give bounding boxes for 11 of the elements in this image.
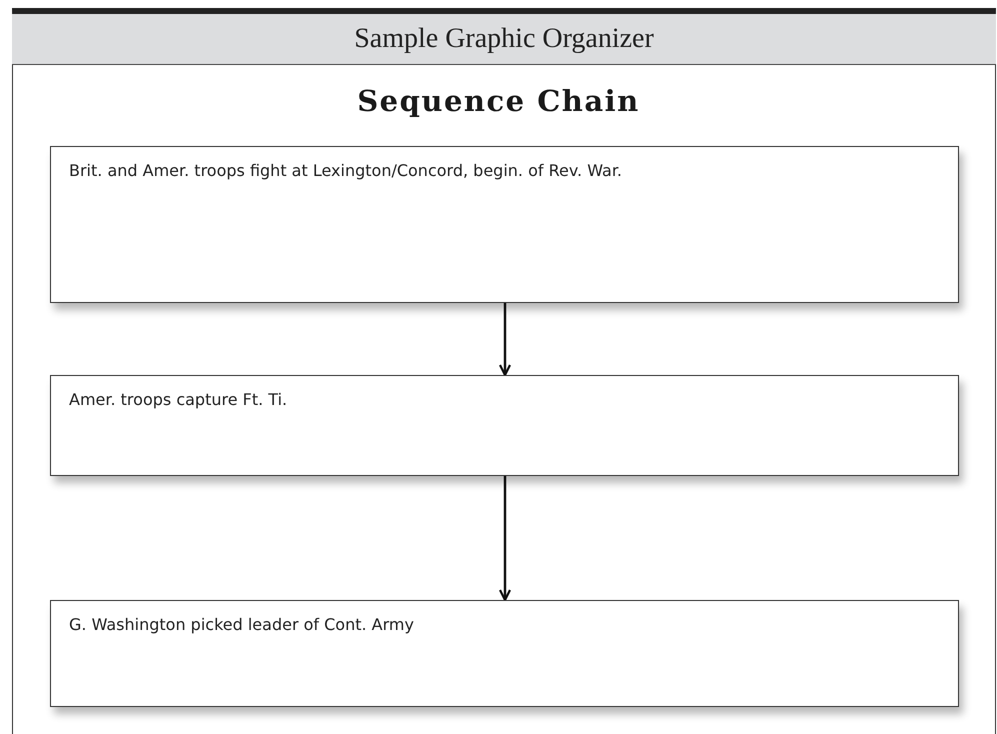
sequence-box — [50, 600, 959, 707]
event-text: G. Washington picked leader of Cont. Army — [69, 615, 414, 634]
sequence-box — [50, 375, 959, 476]
header-band — [12, 14, 996, 65]
down-arrow — [498, 303, 512, 376]
diagram-title: Sequence Chain — [356, 84, 641, 118]
event-text: Amer. troops capture Ft. Ti. — [69, 390, 288, 409]
header-text: Sample Graphic Organizer — [354, 23, 654, 55]
sequence-box — [50, 146, 959, 303]
down-arrow — [498, 476, 512, 602]
event-text: Brit. and Amer. troops fight at Lexington/Concord, begin. of Rev. War. — [69, 161, 622, 180]
